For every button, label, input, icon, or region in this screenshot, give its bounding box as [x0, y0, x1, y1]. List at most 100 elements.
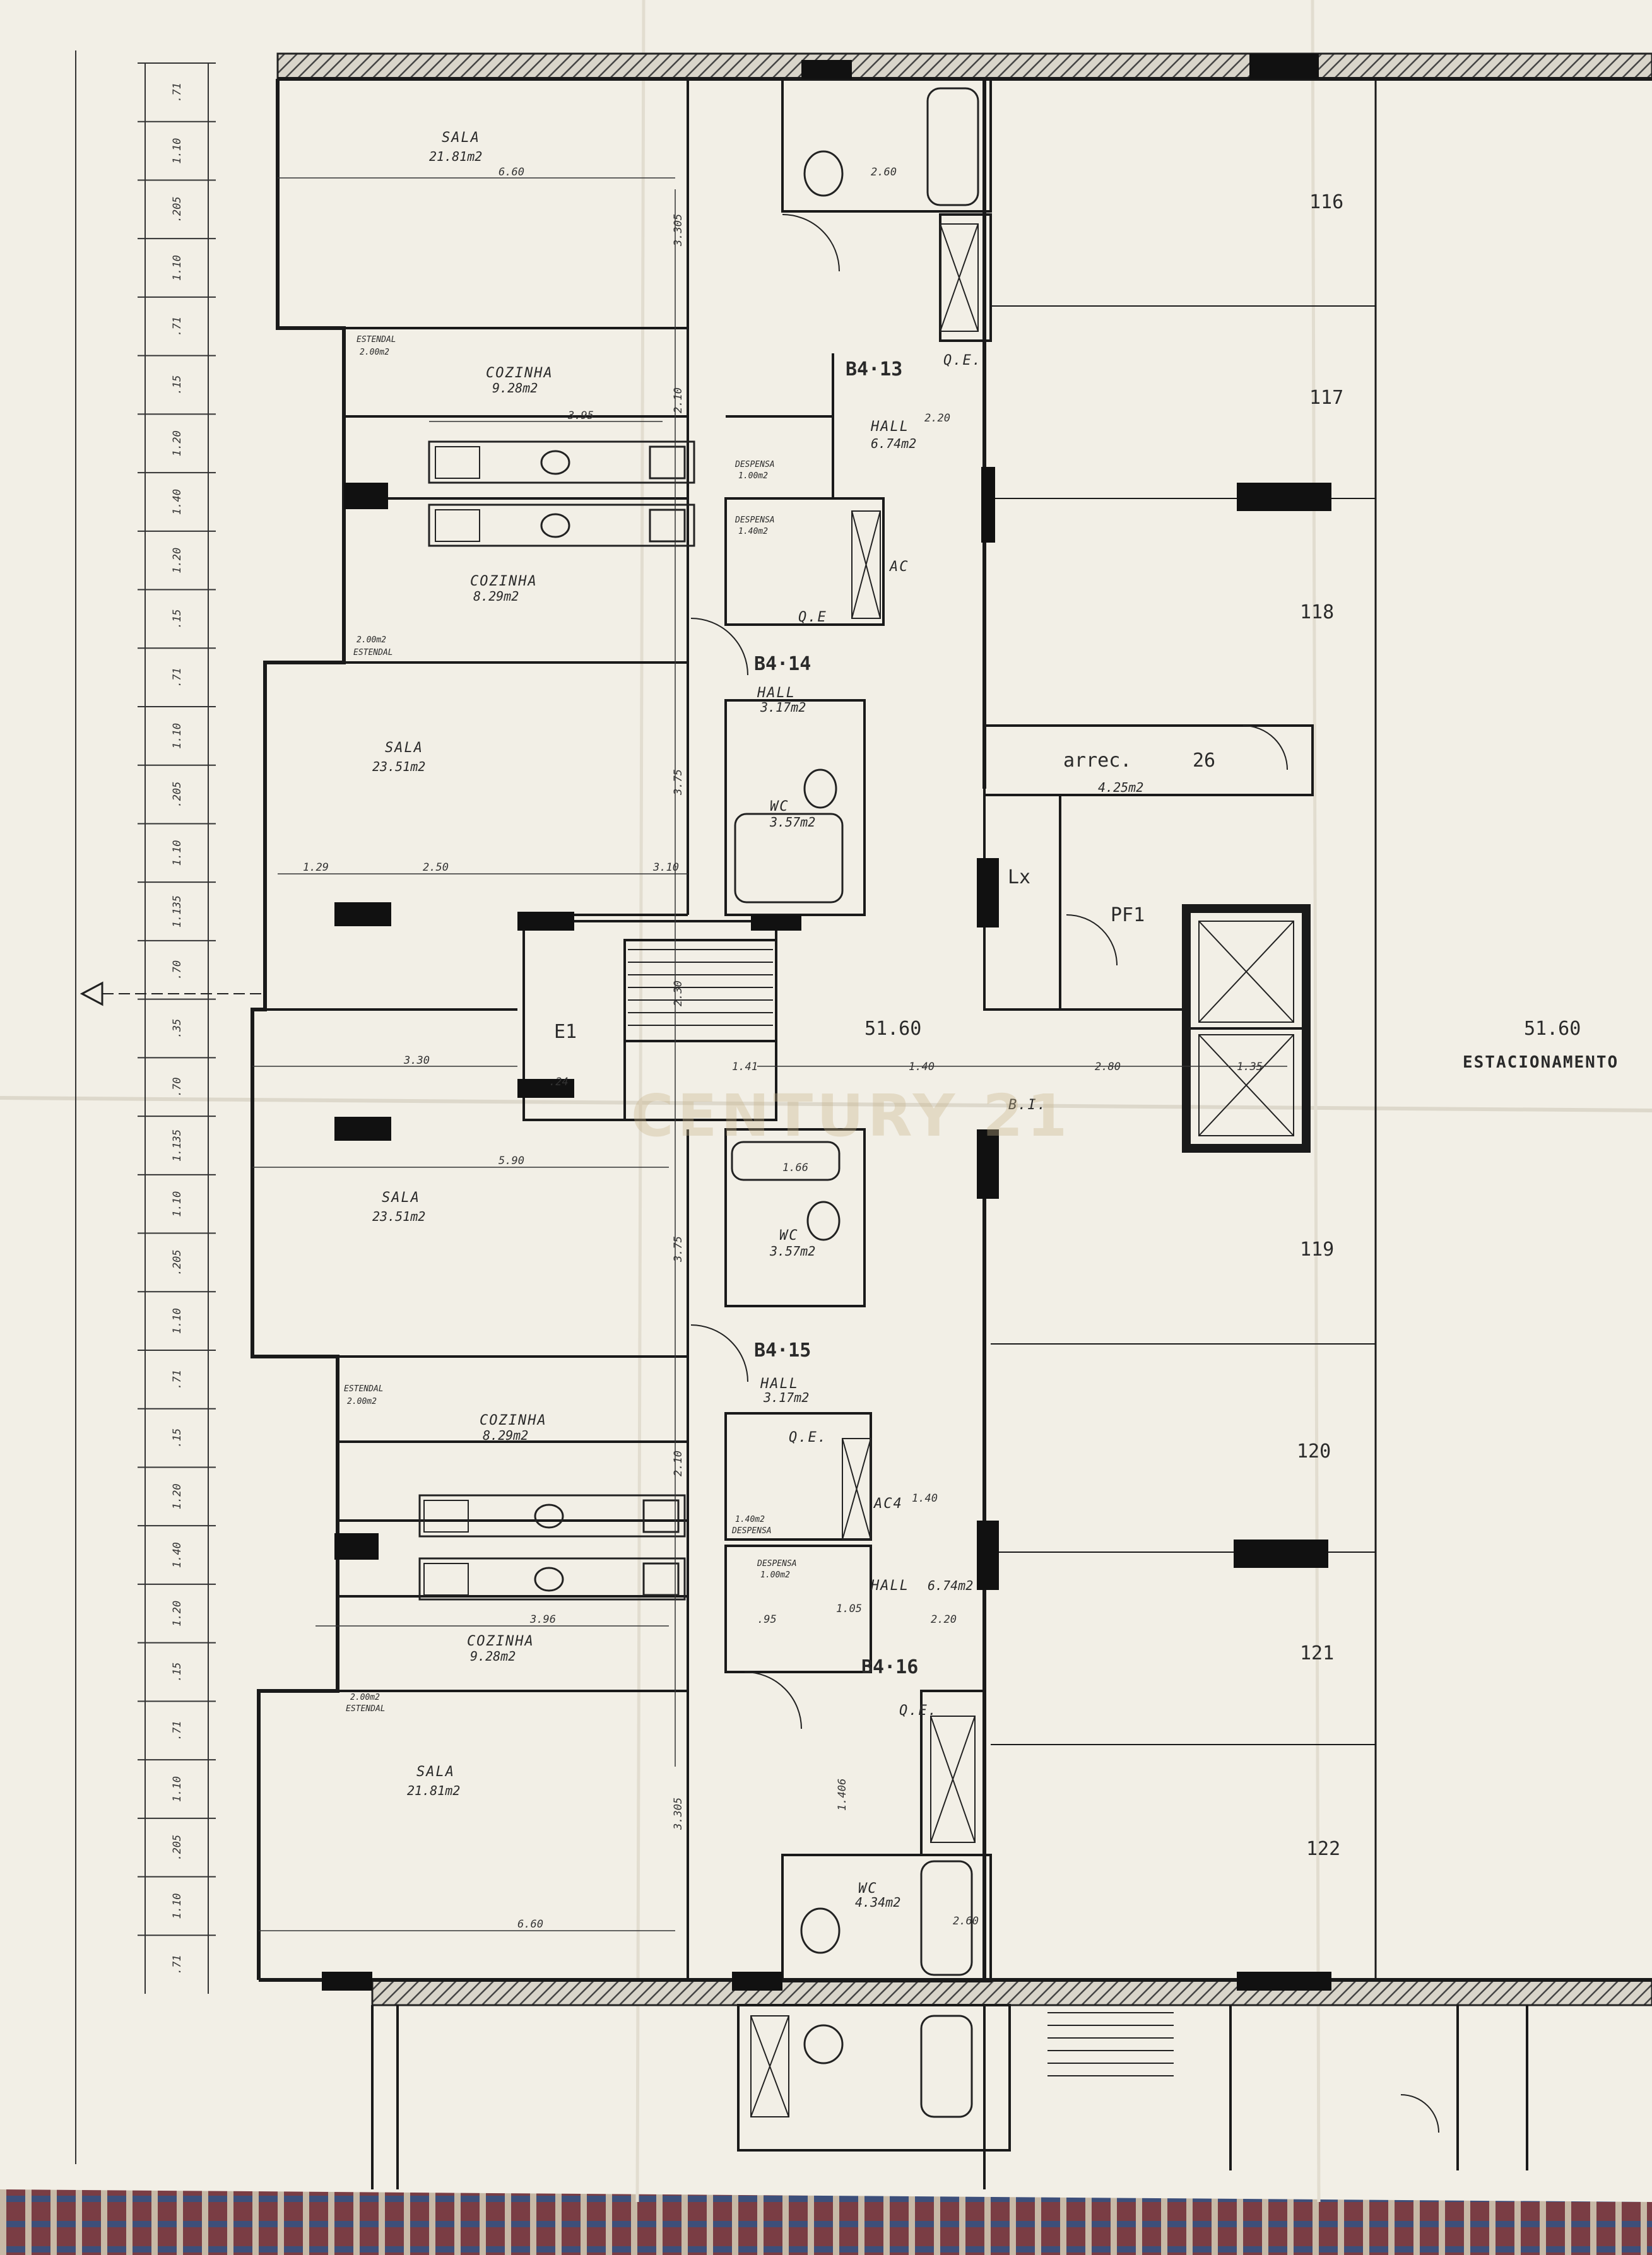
axis-tick-label: 1.10 — [171, 1191, 184, 1217]
unit-id: B4·16 — [861, 1656, 918, 1678]
room-name: ESTENDAL — [357, 335, 396, 344]
stair-treads — [628, 949, 1174, 2076]
axis-tick-label: 1.20 — [171, 430, 184, 456]
room-area: 1.40m2 — [735, 1515, 765, 1524]
axis-tick-label: 1.10 — [171, 255, 184, 281]
dimension-lines — [252, 177, 1287, 1931]
room-name: SALA — [416, 1764, 455, 1780]
dimension-label: 6.60 — [517, 1918, 543, 1931]
dimension-label: 2.10 — [672, 387, 685, 413]
axis-tick-label: 1.20 — [171, 1601, 184, 1627]
room-name: COZINHA — [470, 574, 538, 589]
room-area: 9.28m2 — [470, 1649, 516, 1664]
room-name: SALA — [382, 1190, 420, 1206]
parking-label: ESTACIONAMENTO — [1463, 1053, 1619, 1072]
axis-tick-label: 1.10 — [171, 840, 184, 866]
dimension-label: 1.40 — [912, 1492, 938, 1505]
storage-area: 4.25m2 — [1098, 780, 1143, 795]
dimension-label: 1.40 — [909, 1061, 935, 1073]
room-area: 9.28m2 — [492, 380, 538, 396]
room-area: 6.74m2 — [871, 436, 916, 451]
parking-level: 51.60 — [1524, 1018, 1581, 1040]
room-area: 3.57m2 — [769, 1244, 815, 1259]
room-name: ESTENDAL — [344, 1384, 384, 1394]
axis-tick-label: .205 — [171, 196, 184, 222]
axis-tick-label: 1.40 — [171, 1542, 184, 1568]
sink-icons — [534, 450, 570, 1592]
axis-tick-label: .15 — [171, 375, 184, 395]
unit-id: B4·13 — [846, 358, 902, 380]
room-area: 1.00m2 — [760, 1570, 790, 1580]
adjacent-block — [371, 2004, 1528, 2189]
room-area: 8.29m2 — [483, 1428, 528, 1443]
room-area: 21.81m2 — [407, 1783, 460, 1798]
room-area: 2.00m2 — [360, 348, 389, 357]
room-name: HALL — [757, 685, 796, 701]
dimension-label: 2.20 — [931, 1613, 957, 1626]
axis-tick-label: 1.20 — [171, 548, 184, 574]
room-area: 1.40m2 — [738, 527, 768, 536]
dimension-label: 2.60 — [953, 1915, 979, 1928]
axis-tick-label: .35 — [171, 1019, 184, 1039]
room-area: 3.57m2 — [769, 815, 815, 830]
axis-tick-label: 1.10 — [171, 1776, 184, 1802]
unit-id: B4·14 — [754, 653, 811, 675]
parking-space-number: 121 — [1300, 1642, 1334, 1664]
storage-label: arrec. — [1063, 750, 1131, 772]
apartment-b416: B4·16 SALA 21.81m2 COZINHA 9.28m2 HALL 6… — [346, 1559, 973, 1910]
dimension-label: 1.406 — [836, 1779, 849, 1811]
structural-columns — [322, 54, 1331, 1991]
room-name: WC — [779, 1228, 799, 1244]
axis-tick-label: .71 — [171, 668, 184, 687]
dimension-label: 3.95 — [567, 409, 594, 422]
room-name: SALA — [385, 740, 423, 756]
room-name: Q.E. — [789, 1430, 827, 1445]
room-name: COZINHA — [486, 365, 553, 381]
apartment-b414: B4·14 SALA 23.51m2 COZINHA 8.29m2 HALL 3… — [353, 515, 908, 830]
room-name: ESTENDAL — [353, 648, 393, 657]
room-area: 2.00m2 — [350, 1693, 380, 1702]
dimension-label: 3.305 — [672, 1798, 685, 1830]
dimension-label: 3.305 — [672, 214, 685, 247]
axis-tick-label: .71 — [171, 317, 184, 336]
dimension-label: 3.75 — [672, 1236, 685, 1263]
dimension-label: 2.50 — [423, 861, 449, 874]
apartment-b415: B4·15 SALA 23.51m2 COZINHA 8.29m2 HALL 3… — [344, 1190, 903, 1536]
room-area: 2.00m2 — [357, 635, 386, 645]
stair-label: E1 — [554, 1021, 577, 1043]
dimension-label: 3.10 — [652, 861, 679, 874]
axis-tick-label: 1.10 — [171, 1893, 184, 1919]
axis-ticks: .71 1.10 .205 1.10 .71 .15 1.20 1.40 1.20 .15 .71 1… — [138, 62, 216, 1974]
axis-tick-label: 1.20 — [171, 1483, 184, 1509]
dimension-label: 3.30 — [403, 1054, 430, 1067]
room-name: Q.E. — [943, 353, 982, 368]
room-name: DESPENSA — [735, 515, 775, 525]
dimension-label: 1.35 — [1237, 1061, 1263, 1073]
facade-wall-bottom — [371, 1979, 1652, 2006]
storage-number: 26 — [1193, 750, 1215, 772]
qe-cabinets — [750, 223, 979, 2117]
dimension-label: 3.75 — [672, 769, 685, 796]
room-name: COZINHA — [467, 1634, 534, 1649]
axis-tick-label: .71 — [171, 1370, 184, 1389]
floor-level: 51.60 — [864, 1018, 921, 1040]
axis-tick-label: .70 — [171, 1077, 184, 1097]
parking-space-number: 116 — [1309, 191, 1343, 213]
paper-sheet — [0, 0, 1652, 2202]
room-name: HALL — [760, 1376, 799, 1392]
axis-tick-label: .15 — [171, 609, 184, 629]
axis-tick-label: .205 — [171, 1835, 184, 1861]
axis-tick-label: .205 — [171, 1249, 184, 1275]
room-name: AC4 — [873, 1496, 903, 1512]
room-name: DESPENSA — [731, 1526, 772, 1536]
unit-id: B4·15 — [754, 1339, 811, 1362]
dimension-label: .95 — [757, 1613, 777, 1626]
room-name: WC — [858, 1881, 878, 1897]
interior-walls — [252, 78, 1376, 1982]
dimension-label: 1.29 — [303, 861, 329, 874]
axis-tick-label: .71 — [171, 1955, 184, 1974]
room-area: 1.00m2 — [738, 471, 768, 481]
watermark: CENTURY 21 — [631, 1082, 1071, 1150]
dimension-label: .24 — [549, 1076, 569, 1088]
